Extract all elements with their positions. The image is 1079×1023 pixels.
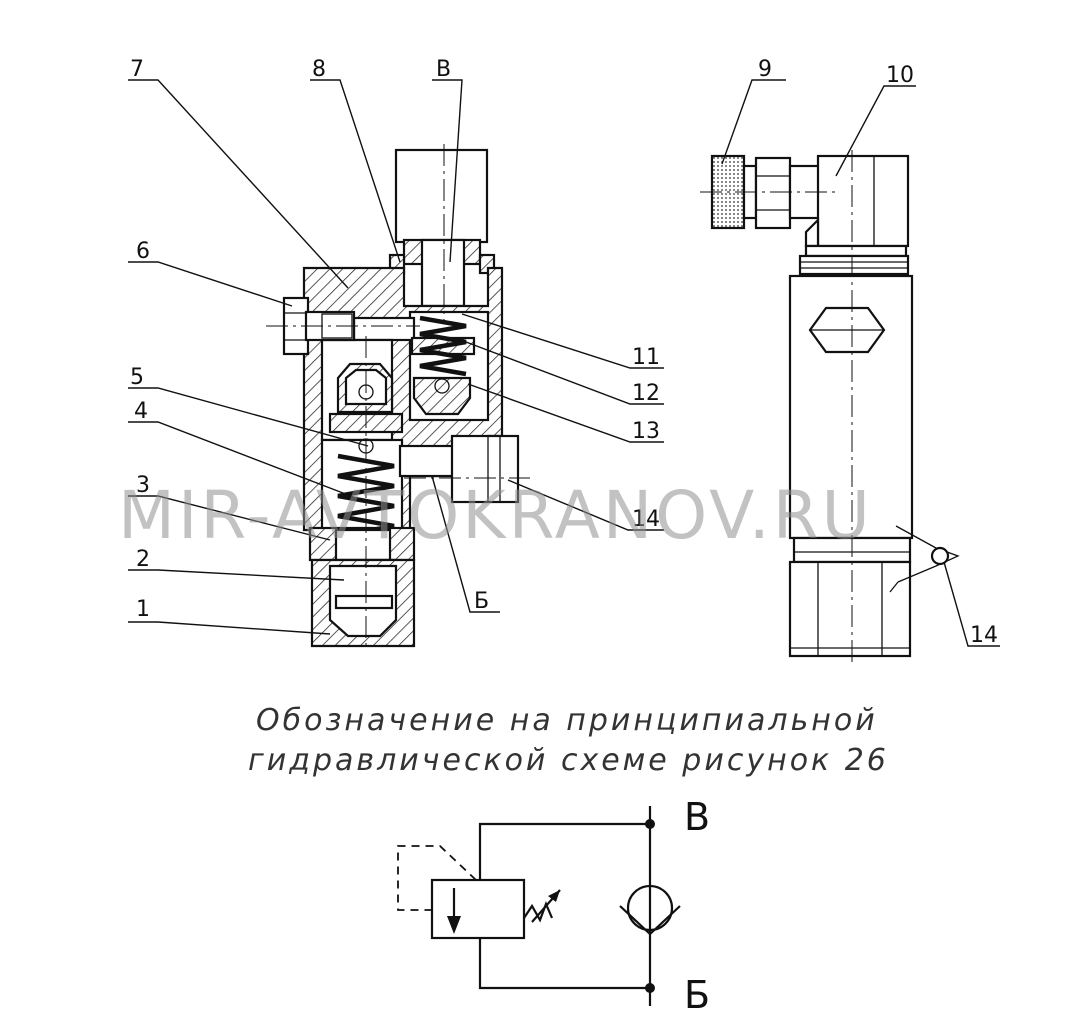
- callout-2: 2: [136, 547, 150, 572]
- port-label-top: В: [684, 795, 710, 839]
- caption-line-1: Обозначение на принципиальной: [256, 703, 878, 738]
- line-b-bottom: [478, 938, 650, 990]
- top-fitting: [394, 148, 489, 244]
- section-leaders: [128, 79, 664, 635]
- solenoid-10: [816, 154, 910, 248]
- side-cap-nut: [788, 560, 912, 658]
- callout-5: 5: [130, 365, 144, 390]
- port-label-bottom: Б: [684, 973, 710, 1017]
- callout-13: 13: [632, 419, 660, 444]
- callout-port-b: В: [436, 57, 451, 82]
- side-fitting: [450, 434, 520, 504]
- caption-line-2: гидравлической схеме рисунок 26: [248, 743, 889, 778]
- callout-6: 6: [136, 239, 150, 264]
- callout-9: 9: [758, 57, 772, 82]
- pilot-line: [397, 845, 477, 911]
- callout-port-b-lower: Б: [474, 589, 489, 614]
- side-leaders: [721, 79, 1000, 647]
- callout-8: 8: [312, 57, 326, 82]
- section-view: [266, 144, 530, 650]
- port-b-bore: [420, 238, 466, 308]
- pressure-valve-symbol: [430, 878, 526, 940]
- callout-11: 11: [632, 345, 660, 370]
- seal-14: [930, 546, 950, 566]
- junction-bottom: [645, 983, 655, 993]
- callout-10: 10: [886, 63, 914, 88]
- side-view: [700, 150, 960, 664]
- check-valve-ball: [626, 884, 674, 932]
- callout-4: 4: [134, 399, 148, 424]
- callout-12: 12: [632, 381, 660, 406]
- cross-channel: [352, 316, 416, 342]
- callout-1: 1: [136, 597, 150, 622]
- watermark: MIR-AVTOKRANOV.RU: [118, 477, 873, 554]
- line-b-top: [478, 822, 650, 880]
- callout-3: 3: [136, 473, 150, 498]
- callout-14-section: 14: [632, 507, 660, 532]
- check-poppet: [412, 376, 472, 416]
- junction-top: [645, 819, 655, 829]
- callout-7: 7: [130, 57, 144, 82]
- callout-14-side: 14: [970, 623, 998, 648]
- outlet-channel: [398, 444, 456, 478]
- hydraulic-schematic: [397, 806, 681, 1006]
